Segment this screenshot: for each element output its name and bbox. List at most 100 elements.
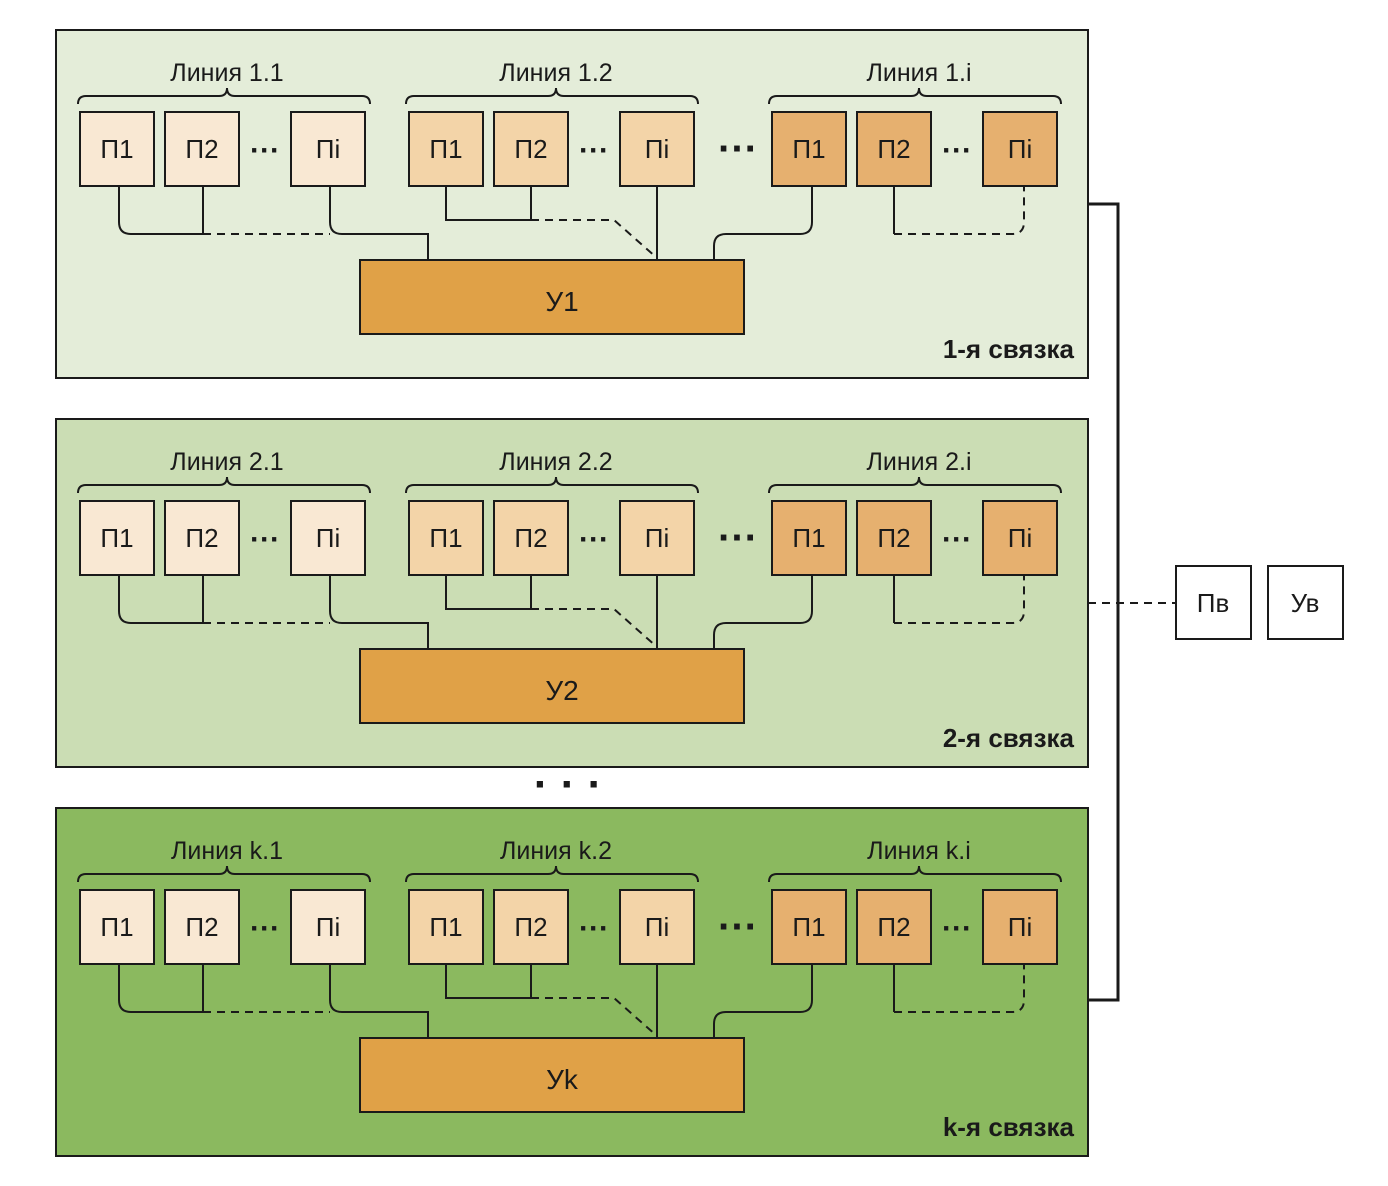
sensor-label: Пi <box>316 912 340 942</box>
sensor-label: П2 <box>185 523 218 553</box>
sensor-box <box>856 111 932 187</box>
connector-lines <box>118 186 1025 260</box>
sensor-label: П1 <box>792 134 825 164</box>
sensor-box <box>771 111 847 187</box>
connector-lines <box>118 575 1025 649</box>
ellipsis-dots: ··· <box>942 134 972 167</box>
sensor-box <box>982 111 1058 187</box>
between-lines-dots: ··· <box>718 905 758 949</box>
sensor-box <box>290 500 366 576</box>
ellipsis-dots: ··· <box>579 523 609 556</box>
bundle-1: Линия 1.1 Линия 1.2 Линия 1.i П1 П2 ··· … <box>55 29 1089 379</box>
bundle-title: k-я связка <box>943 1112 1075 1142</box>
sensor-label: П1 <box>792 912 825 942</box>
sensor-label: Пi <box>645 912 669 942</box>
sensor-box <box>771 889 847 965</box>
line-label: Линия k.1 <box>171 837 283 865</box>
sensor-box <box>79 500 155 576</box>
bundles-gap-dots: · · · <box>534 760 602 809</box>
sensor-label: Пi <box>1008 912 1032 942</box>
sensor-label: Пi <box>316 523 340 553</box>
sensor-label: П2 <box>514 523 547 553</box>
bundle-title: 2-я связка <box>943 723 1075 753</box>
sensor-box <box>982 500 1058 576</box>
sensor-box <box>290 111 366 187</box>
between-lines-dots: ··· <box>718 516 758 560</box>
sensor-label: Пi <box>1008 134 1032 164</box>
sensor-box <box>619 111 695 187</box>
sensor-box <box>771 500 847 576</box>
line-label: Линия 1.1 <box>170 59 283 87</box>
between-lines-dots: ··· <box>718 127 758 171</box>
controller-label: У2 <box>545 675 578 706</box>
ellipsis-dots: ··· <box>250 523 280 556</box>
line-brace <box>768 87 1062 105</box>
sensor-label: Пi <box>1008 523 1032 553</box>
ellipsis-dots: ··· <box>250 912 280 945</box>
sensor-label: П1 <box>792 523 825 553</box>
external-controller-box <box>1267 565 1344 640</box>
ellipsis-dots: ··· <box>579 134 609 167</box>
sensor-label: Пi <box>645 523 669 553</box>
controller-box <box>359 648 745 724</box>
line-label: Линия 1.i <box>866 59 971 87</box>
ellipsis-dots: ··· <box>579 912 609 945</box>
bundle-2: Линия 2.1 Линия 2.2 Линия 2.i П1 П2 ··· … <box>55 418 1089 768</box>
sensor-box <box>164 889 240 965</box>
external-controller-label: Ув <box>1291 588 1320 618</box>
line-brace <box>768 865 1062 883</box>
sensor-box <box>408 500 484 576</box>
line-label: Линия k.2 <box>500 837 612 865</box>
line-brace <box>768 476 1062 494</box>
line-label: Линия 2.i <box>866 448 971 476</box>
sensor-label: П2 <box>185 912 218 942</box>
sensor-label: П1 <box>100 523 133 553</box>
sensor-box <box>290 889 366 965</box>
controller-box <box>359 259 745 335</box>
sensor-label: Пi <box>316 134 340 164</box>
external-bus: Пв Ув <box>1088 202 1344 1002</box>
line-label: Линия 1.2 <box>499 59 612 87</box>
line-label: Линия 2.1 <box>170 448 283 476</box>
sensor-box <box>79 889 155 965</box>
sensor-box <box>164 111 240 187</box>
sensor-label: П2 <box>877 134 910 164</box>
controller-box <box>359 1037 745 1113</box>
sensor-label: П2 <box>514 912 547 942</box>
line-brace <box>405 476 699 494</box>
bundle-k: Линия k.1 Линия k.2 Линия k.i П1 П2 ··· … <box>55 807 1089 1157</box>
sensor-box <box>493 500 569 576</box>
line-brace <box>77 87 371 105</box>
line-brace <box>77 476 371 494</box>
ellipsis-dots: ··· <box>942 523 972 556</box>
external-sensor-box <box>1175 565 1252 640</box>
sensor-box <box>982 889 1058 965</box>
sensor-label: П1 <box>100 134 133 164</box>
ellipsis-dots: ··· <box>250 134 280 167</box>
sensor-box <box>856 889 932 965</box>
controller-label: Уk <box>546 1064 579 1095</box>
sensor-label: П2 <box>877 523 910 553</box>
sensor-label: П2 <box>514 134 547 164</box>
line-brace <box>405 87 699 105</box>
connector-lines <box>118 964 1025 1038</box>
sensor-box <box>619 889 695 965</box>
external-sensor-label: Пв <box>1197 588 1230 618</box>
controller-label: У1 <box>545 286 578 317</box>
line-label: Линия 2.2 <box>499 448 612 476</box>
ellipsis-dots: ··· <box>942 912 972 945</box>
sensor-label: П2 <box>877 912 910 942</box>
bundle-title: 1-я связка <box>943 334 1075 364</box>
sensor-box <box>164 500 240 576</box>
sensor-label: П2 <box>185 134 218 164</box>
sensor-label: П1 <box>429 523 462 553</box>
sensor-box <box>79 111 155 187</box>
line-label: Линия k.i <box>867 837 971 865</box>
line-brace <box>405 865 699 883</box>
line-brace <box>77 865 371 883</box>
sensor-label: П1 <box>100 912 133 942</box>
sensor-label: Пi <box>645 134 669 164</box>
sensor-label: П1 <box>429 912 462 942</box>
